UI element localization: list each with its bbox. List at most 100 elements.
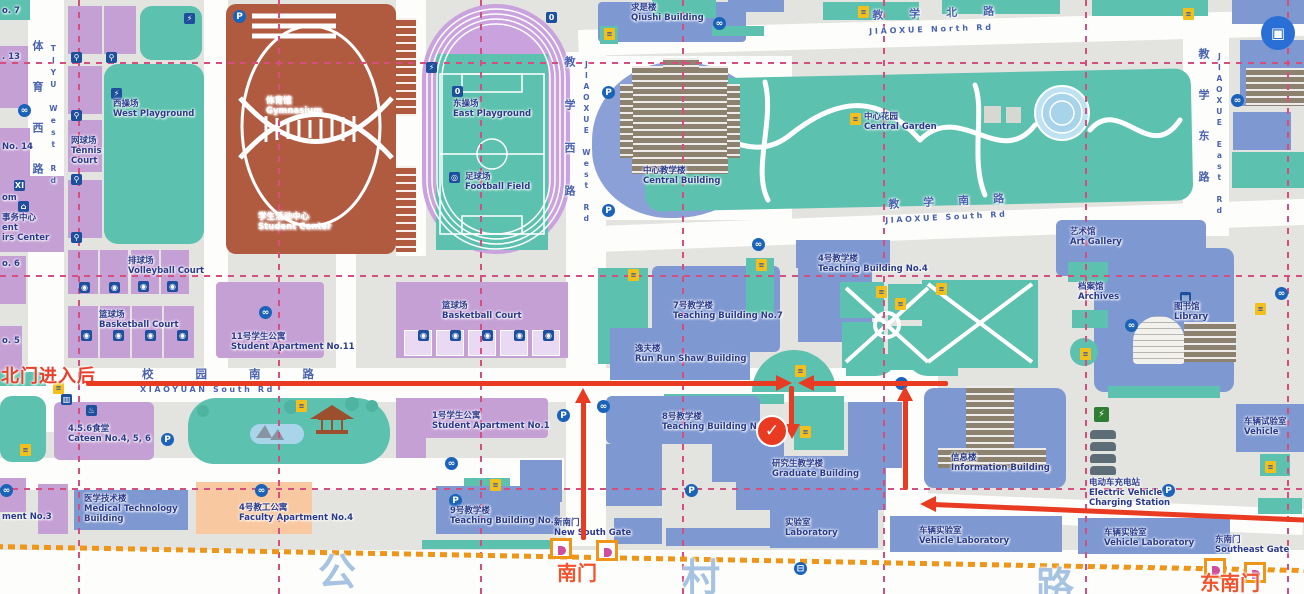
teaching-building-8 [606, 444, 662, 506]
route-from-new-south-gate [581, 400, 586, 540]
ball-court-icon: ◉ [482, 330, 493, 341]
garden-square [1006, 107, 1021, 123]
gridline-vertical [1287, 0, 1289, 594]
gridline-vertical [480, 0, 482, 594]
map-locator-icon: ▣ [1261, 16, 1295, 50]
bike-share-icon: ∞ [255, 484, 268, 497]
car-icon [1090, 454, 1116, 463]
building-no5-partial [0, 326, 22, 374]
bike-share-icon: ∞ [259, 306, 272, 319]
gridline-vertical [682, 0, 684, 594]
building-number-plaque: ≡ [1265, 461, 1276, 473]
library-wing [1184, 322, 1236, 362]
tiyu-west-rd-label-en: TIYU West Rd [48, 44, 58, 188]
route-arrowhead [575, 388, 591, 403]
garden-square [984, 106, 1001, 123]
gridline-horizontal [0, 488, 1304, 490]
playground-icon: 0 [452, 86, 463, 97]
route-down-to-no8 [789, 386, 794, 428]
parking-icon: P [602, 86, 615, 99]
canteen-456 [54, 402, 154, 460]
information-building-base [938, 448, 1046, 468]
laboratory [770, 510, 878, 548]
ball-court-icon: ◉ [109, 282, 120, 293]
ball-court-icon: ◉ [543, 330, 554, 341]
football-field [436, 54, 548, 250]
route-arrowhead [920, 496, 936, 512]
building-no7-partial [0, 0, 30, 20]
building-number-plaque: ≡ [876, 286, 887, 298]
north-strip [1092, 0, 1208, 16]
north-strip [823, 2, 919, 20]
green-patch [1258, 498, 1302, 514]
faculty-apartment-4 [196, 482, 312, 534]
gridline-vertical [78, 0, 80, 594]
gridline-horizontal [0, 275, 1304, 277]
building-number-plaque: ≡ [53, 382, 64, 394]
medical-technology-building [74, 490, 188, 530]
bike-share-icon: ∞ [1275, 287, 1288, 300]
building-number-plaque: ≡ [604, 28, 615, 40]
building-number-plaque: ≡ [895, 298, 906, 310]
bus-stop-icon: ⊟ [794, 562, 807, 575]
route-up-connector [903, 398, 908, 490]
green-strip [712, 26, 764, 36]
racket-icon: ⚲ [71, 232, 82, 243]
ball-court-icon: ◉ [145, 330, 156, 341]
apartment-no3-partial [38, 484, 68, 534]
graduate-building [736, 456, 886, 510]
central-building-facade [632, 66, 728, 174]
building-no13-partial [0, 46, 28, 108]
building-number-plaque: ≡ [756, 259, 767, 271]
parking-icon: P [685, 484, 698, 497]
parking-icon: P [602, 204, 615, 217]
court-lane [336, 252, 356, 368]
student-apartment-11 [216, 282, 324, 358]
racket-icon: ⚲ [71, 52, 82, 63]
stand-strip [396, 18, 416, 116]
xi-icon: XI [14, 180, 25, 191]
library-icon: ▤ [1180, 292, 1191, 303]
student-apartment-1 [396, 398, 426, 458]
building-number-plaque: ≡ [1255, 303, 1266, 315]
parking-icon: P [1162, 484, 1175, 497]
edge-label: o. 7 [2, 6, 20, 16]
ball-court-icon: ◉ [167, 281, 178, 292]
racket-icon: ⚲ [71, 110, 82, 121]
parking-icon: P [161, 433, 174, 446]
gridline-vertical [1085, 0, 1087, 594]
building-number-plaque: ≡ [850, 113, 861, 125]
pond-water [250, 424, 304, 444]
bike-share-icon: ∞ [0, 484, 13, 497]
outer-road-char: 村 [682, 556, 721, 594]
outer-road-char: 公 [318, 550, 357, 594]
central-building-wing [620, 84, 633, 158]
route-east-west [812, 381, 948, 386]
xiaoyuan-south-rd-label: 校园南路 [142, 367, 356, 381]
southeast-gate-text: 东南门 [1200, 571, 1260, 594]
route-arrowhead [776, 375, 792, 391]
information-building-tower [966, 386, 1014, 448]
edge-label: No. 14 [2, 142, 33, 152]
destination-checkmark: ✓ [756, 415, 788, 447]
tennis-court [68, 180, 102, 238]
